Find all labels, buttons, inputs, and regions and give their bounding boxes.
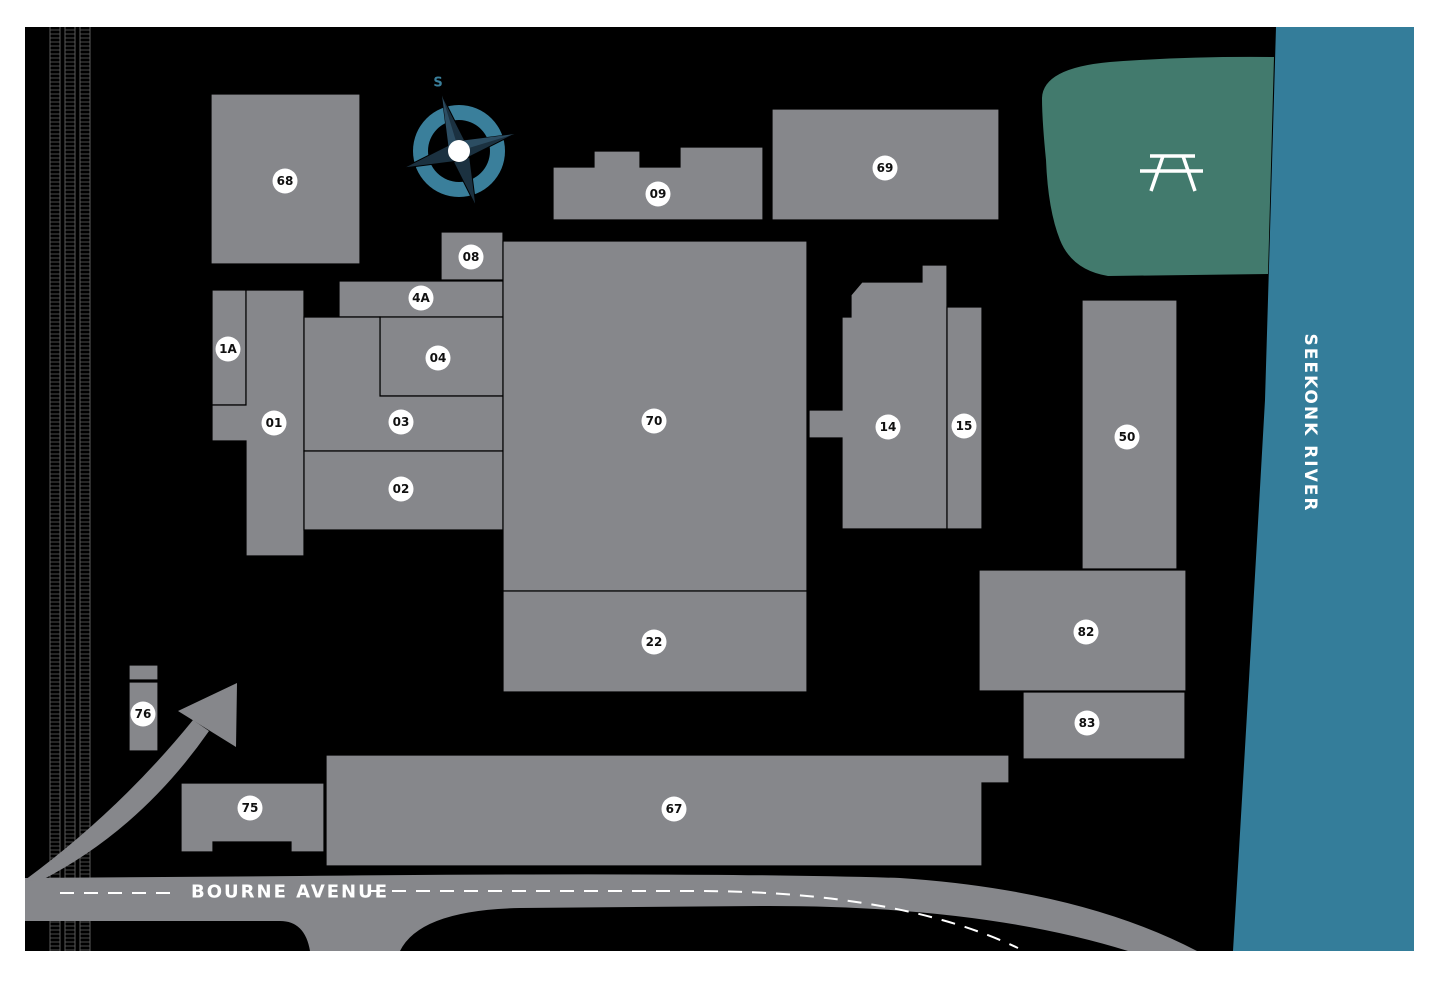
svg-text:03: 03 — [393, 415, 410, 429]
svg-text:67: 67 — [666, 802, 683, 816]
badge-15: 15 — [951, 413, 977, 439]
badge-08: 08 — [458, 244, 484, 270]
badge-03: 03 — [388, 409, 414, 435]
building-83[interactable] — [1022, 691, 1186, 760]
badge-14: 14 — [875, 414, 901, 440]
badge-70: 70 — [641, 408, 667, 434]
badge-1A: 1A — [215, 336, 241, 362]
badge-83: 83 — [1074, 710, 1100, 736]
badge-04: 04 — [425, 345, 451, 371]
svg-text:83: 83 — [1079, 716, 1096, 730]
badge-50: 50 — [1114, 424, 1140, 450]
svg-text:50: 50 — [1119, 430, 1136, 444]
svg-text:70: 70 — [646, 414, 663, 428]
badge-67: 67 — [661, 796, 687, 822]
badge-76: 76 — [130, 701, 156, 727]
svg-text:14: 14 — [880, 420, 897, 434]
badge-68: 68 — [272, 168, 298, 194]
entrance-arrow-icon — [25, 683, 237, 881]
picnic-table-icon — [1140, 154, 1203, 192]
badge-69: 69 — [872, 155, 898, 181]
svg-text:75: 75 — [242, 801, 259, 815]
svg-text:09: 09 — [650, 187, 667, 201]
railway-tracks — [49, 27, 91, 951]
badge-02: 02 — [388, 476, 414, 502]
svg-text:08: 08 — [463, 250, 480, 264]
badge-01: 01 — [261, 410, 287, 436]
svg-text:15: 15 — [956, 419, 973, 433]
svg-text:01: 01 — [266, 416, 283, 430]
svg-text:22: 22 — [646, 635, 663, 649]
svg-text:76: 76 — [135, 707, 152, 721]
svg-text:02: 02 — [393, 482, 410, 496]
svg-text:4A: 4A — [412, 291, 430, 305]
building-14[interactable] — [808, 264, 948, 530]
bourne-avenue-road — [25, 874, 1197, 951]
badge-09: 09 — [645, 181, 671, 207]
badge-75: 75 — [237, 795, 263, 821]
svg-text:69: 69 — [877, 161, 894, 175]
badge-22: 22 — [641, 629, 667, 655]
seekonk-river — [1233, 27, 1414, 951]
river-label: SEEKONK RIVER — [1300, 334, 1320, 513]
compass-rose-icon — [403, 95, 515, 207]
street-label: BOURNE AVENUE — [191, 882, 389, 903]
svg-text:82: 82 — [1078, 625, 1095, 639]
svg-text:1A: 1A — [219, 342, 237, 356]
svg-text:68: 68 — [277, 174, 294, 188]
compass-label: S — [433, 76, 442, 91]
svg-text:04: 04 — [430, 351, 447, 365]
badge-82: 82 — [1073, 619, 1099, 645]
badge-4A: 4A — [408, 285, 434, 311]
